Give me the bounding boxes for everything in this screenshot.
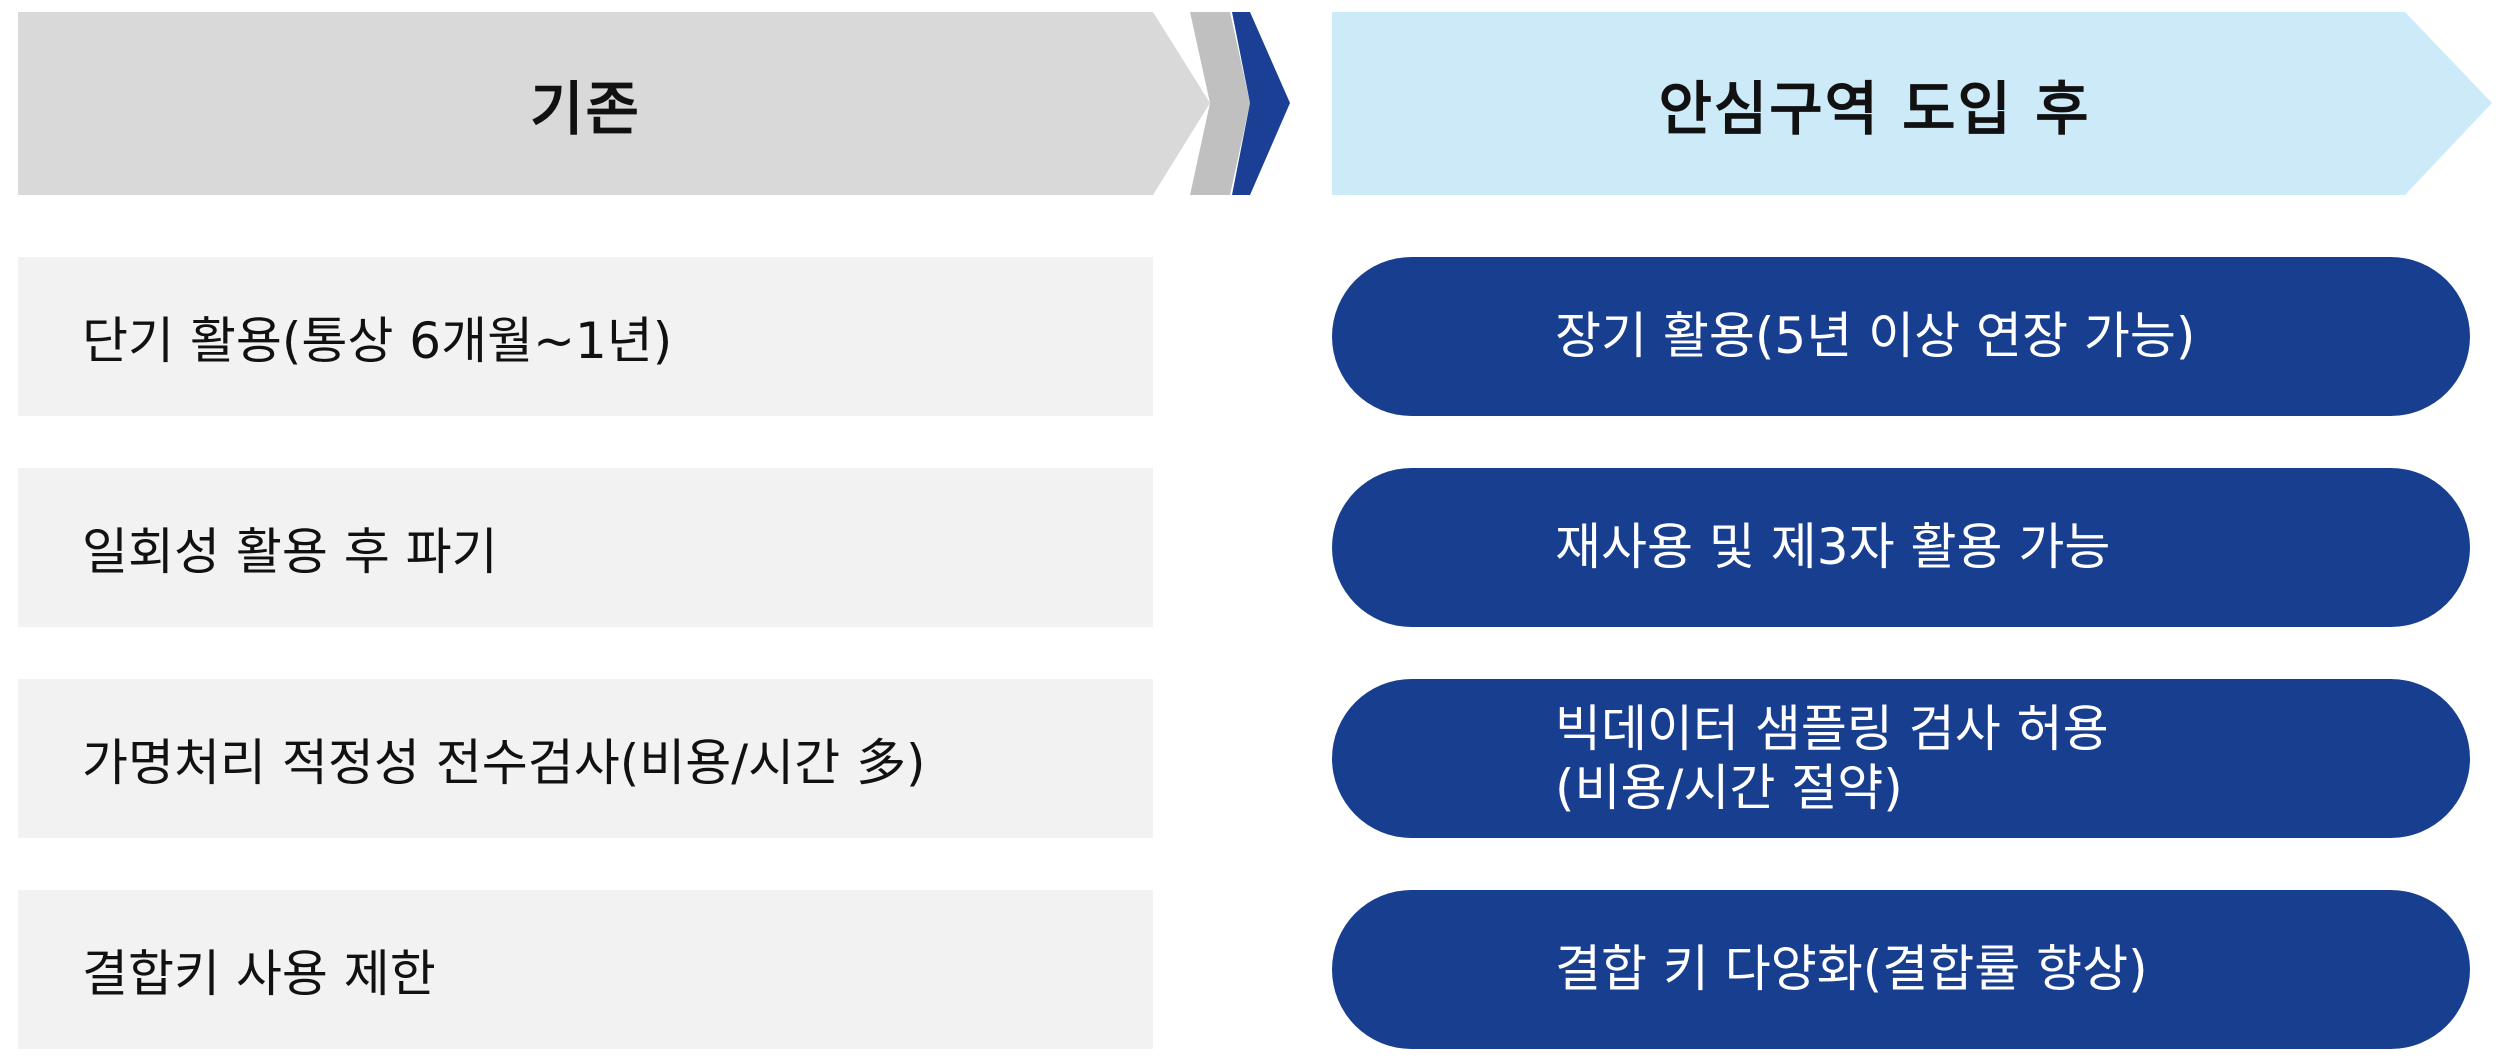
right-header-arrow — [1332, 12, 2492, 195]
after-item-line: 재사용 및 제3자 활용 가능 — [1555, 518, 2111, 576]
after-item-line: 결합 키 다양화(결합률 향상) — [1555, 940, 2148, 998]
before-heading: 기존 — [530, 74, 641, 143]
header-banner — [18, 12, 2492, 195]
after-item: 결합 키 다양화(결합률 향상) — [1332, 890, 2470, 1049]
left-header-arrow — [18, 12, 1210, 195]
after-item: 재사용 및 제3자 활용 가능 — [1332, 468, 2470, 627]
after-item: 빅데이터 샘플링 검사 허용 (비용/시간 절약) — [1332, 679, 2470, 838]
blue-chevron-icon — [1232, 12, 1290, 195]
before-item: 가명처리 적정성 전수검사(비용/시간 多) — [18, 679, 1153, 838]
before-item: 결합키 사용 제한 — [18, 890, 1153, 1049]
after-item-line: 빅데이터 샘플링 검사 허용 — [1555, 699, 2109, 758]
after-item: 장기 활용(5년 이상 연장 가능) — [1332, 257, 2470, 416]
after-item-line: 장기 활용(5년 이상 연장 가능) — [1555, 307, 2196, 365]
before-item: 일회성 활용 후 파기 — [18, 468, 1153, 627]
after-item-line: (비용/시간 절약) — [1555, 758, 1903, 817]
gray-chevron-icon — [1190, 12, 1250, 195]
before-item: 단기 활용(통상 6개월~1년) — [18, 257, 1153, 416]
after-heading: 안심구역 도입 후 — [1658, 74, 2091, 143]
